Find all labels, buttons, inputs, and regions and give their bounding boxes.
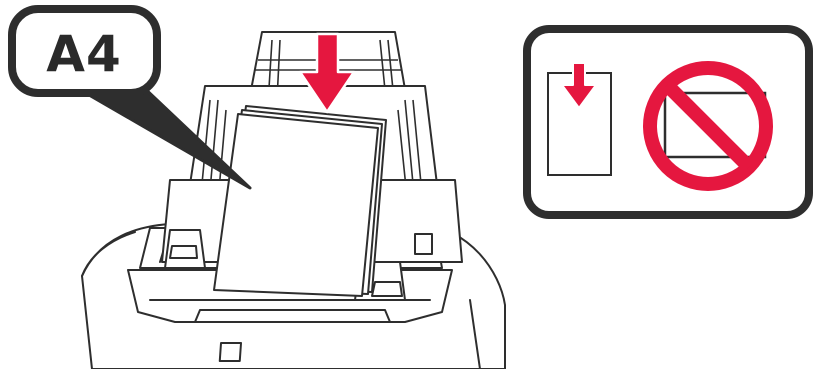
right-guide-tab [371,281,403,297]
printer-left-shoulder [81,231,136,277]
prohibited-ring [643,61,773,191]
paper-size-label: A4 [46,25,122,83]
paper-stack [213,105,387,297]
paper-size-callout: A4 [8,5,252,190]
power-indicator [218,342,243,362]
callout-bubble [8,5,161,97]
left-guide-tab [169,245,198,259]
portrait-load-arrow-icon [561,62,597,109]
tray-side-slider [414,233,433,255]
orientation-guide-panel [523,25,813,219]
front-lip-detail-2 [194,309,391,323]
paper-support-ribs [254,39,402,121]
prohibited-slash [662,80,754,172]
paper-sheet-front [213,113,379,297]
printer-right-edge [469,299,481,369]
prohibited-icon [643,61,773,191]
down-arrow-icon [298,32,356,114]
